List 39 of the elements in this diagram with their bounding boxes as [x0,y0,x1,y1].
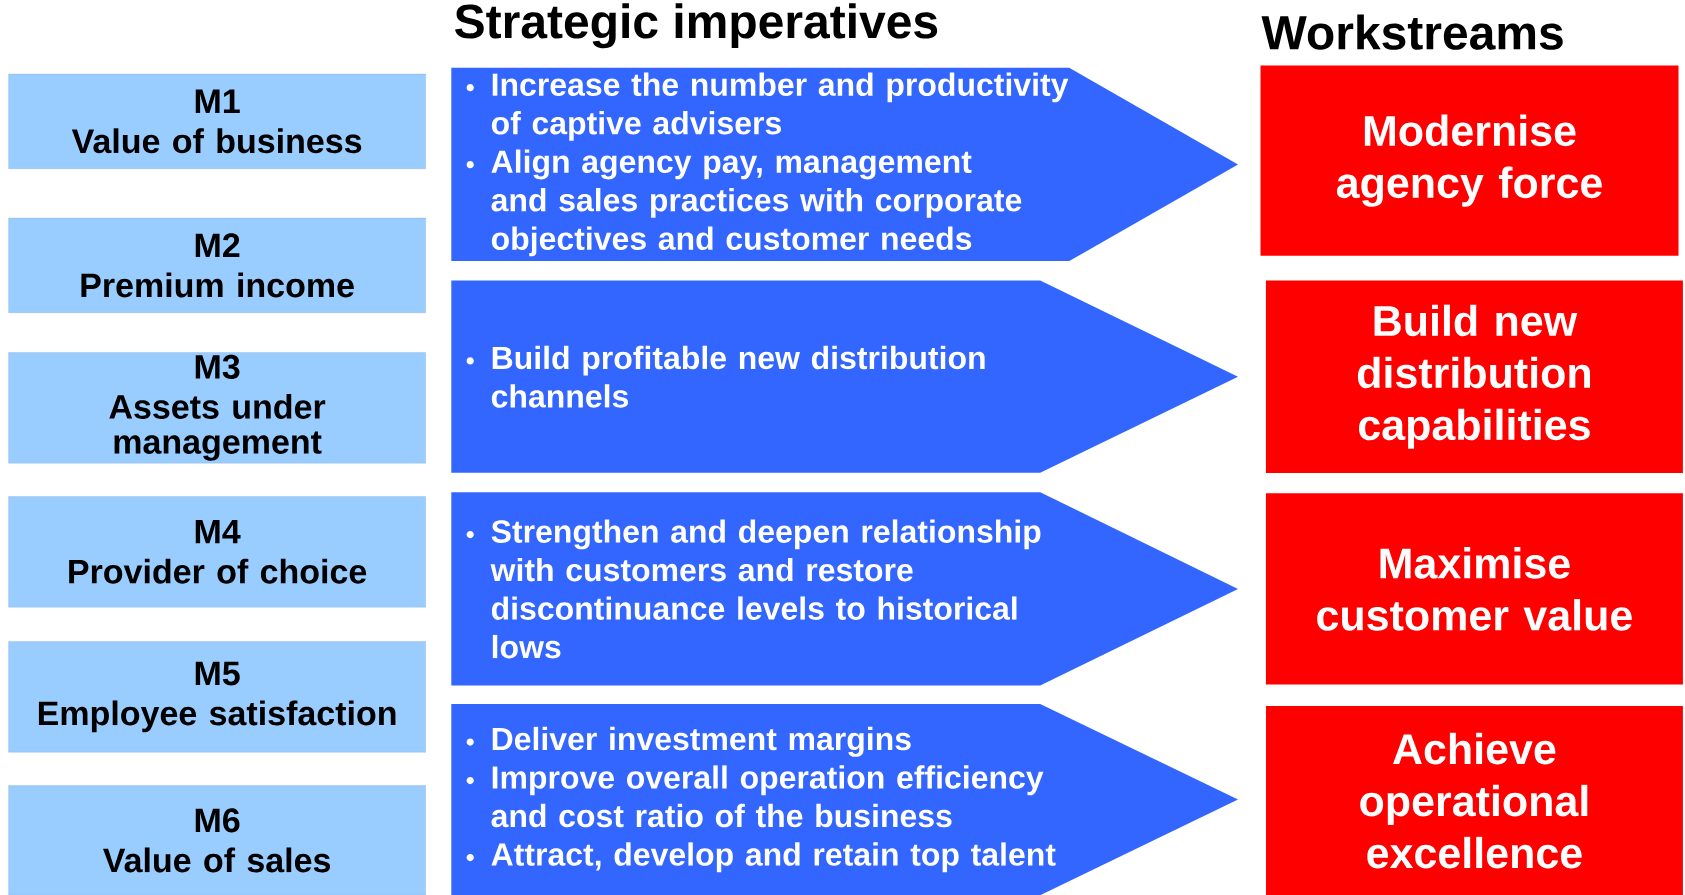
arrow-shape [451,703,1238,895]
bullet-text: Increase the number and productivity of captive advisers [491,72,1069,141]
workstream-text: Modernise agency force [1336,114,1602,207]
metric-text: M5 [195,661,240,686]
bullet-text: Strengthen and deepen relationship with customers and restore discontinuance levels to historical lows [490,519,1041,659]
metric-text: Assets under management [109,393,326,461]
metric-text: Employee satisfaction [38,700,396,733]
bullet-text: Build profitable new distribution channels [491,345,985,408]
metric-text: Provider of choice [69,558,367,584]
workstream-text: Maximise customer value [1317,547,1632,631]
column-heading: Workstreams [1261,14,1563,50]
bullet-text: Improve overall operation efficiency and cost ratio of the business [491,765,1044,828]
arrow-shape [451,492,1238,686]
metric-box [8,496,426,608]
workstream-box [1265,706,1683,895]
metric-box [8,641,426,753]
bullet-text: Align agency pay, management and sales practices with corporate objectives and customer needs [491,149,1022,257]
metric-text: Value of business [71,128,362,154]
arrow-shape [451,280,1238,473]
metric-text: Premium income [81,272,354,298]
metric-text: Value of sales [103,847,331,873]
metric-box [8,352,426,464]
metric-text: M4 [195,519,241,544]
workstream-box [1260,65,1679,256]
metric-box [8,785,426,895]
metric-text: M3 [195,354,240,379]
workstream-text: Build new distribution capabilities [1357,304,1590,449]
metric-text: M6 [195,808,240,833]
bullet-text: Attract, develop and retain top talent [491,842,1056,873]
metric-text: M1 [195,89,240,113]
bullet-text: Deliver investment margins [492,726,911,757]
arrow-shape [451,67,1238,262]
metric-box [8,73,426,169]
workstream-box [1265,280,1683,473]
workstream-text: Achieve operational excellence [1360,732,1588,869]
workstream-box [1265,493,1683,685]
column-heading: Strategic imperatives [455,3,938,49]
metric-text: M2 [195,233,240,258]
metric-box [8,217,426,313]
